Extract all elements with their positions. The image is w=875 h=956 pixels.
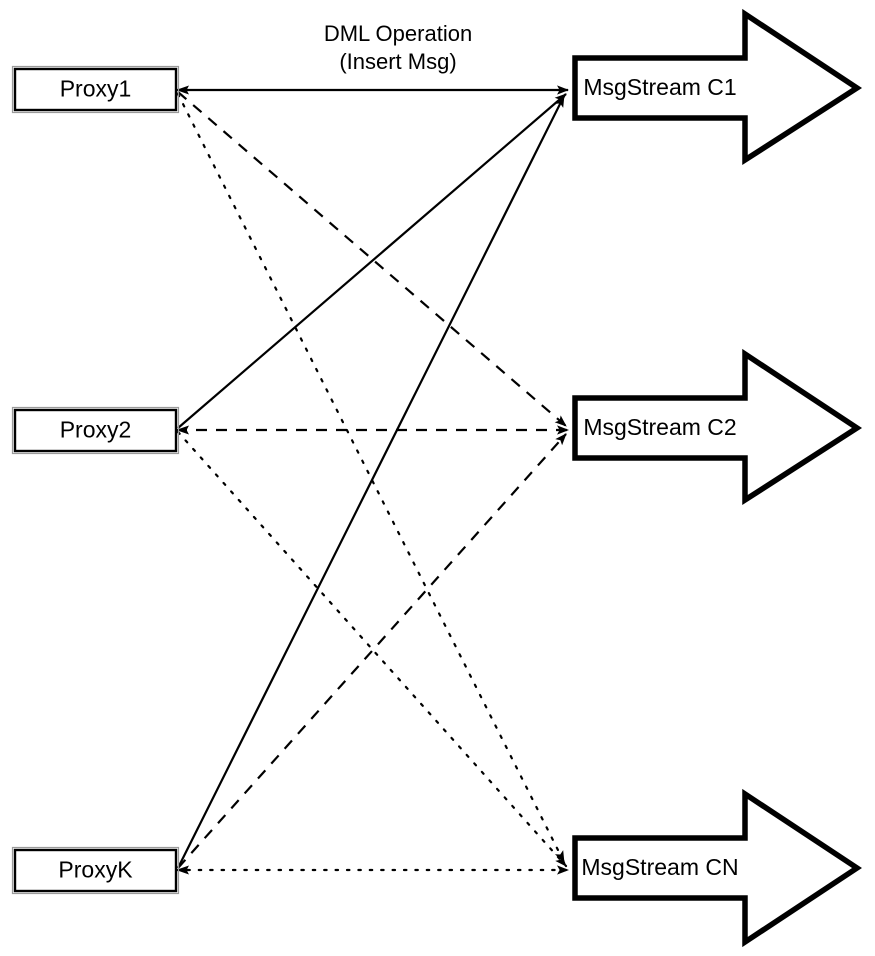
proxy2-label: Proxy2 — [60, 417, 132, 443]
dml-operation-line2: (Insert Msg) — [339, 49, 456, 74]
msgstream-c2-arrow-shape[interactable] — [572, 348, 863, 506]
proxy2-box-shadow — [11, 406, 180, 455]
link-proxy2-to-msgstream-c1 — [177, 93, 567, 429]
back-arrow-group — [176, 85, 189, 875]
link-proxy1-to-msgstream-cn — [176, 92, 566, 864]
msgstream-node-c2[interactable]: MsgStream C2 — [572, 348, 863, 506]
msgstream-node-c1[interactable]: MsgStream C1 — [572, 8, 863, 166]
link-proxy1-to-msgstream-c2 — [177, 91, 567, 427]
msgstream-cn-arrow-shape[interactable] — [572, 788, 862, 948]
proxyk-box-shadow — [11, 846, 180, 895]
back-arrow-icon-cn-to-proxyk — [176, 865, 189, 875]
annotation-dml-operation: DML Operation (Insert Msg) — [324, 21, 472, 74]
link-proxyk-to-msgstream-c2 — [177, 433, 567, 869]
link-group — [174, 85, 570, 875]
msgstream-c1-label: MsgStream C1 — [583, 74, 736, 100]
back-arrow-icon-c2-to-proxy2 — [176, 425, 189, 435]
msgstream-cn-label: MsgStream CN — [581, 854, 738, 880]
msgstream-c2-label: MsgStream C2 — [583, 414, 736, 440]
link-proxyk-to-msgstream-c1 — [177, 95, 565, 869]
link-proxy2-to-msgstream-cn — [176, 430, 568, 868]
msgstream-c1-arrow-shape[interactable] — [572, 8, 863, 166]
proxy-node-proxy2[interactable]: Proxy2 — [11, 406, 180, 455]
proxyk-box[interactable] — [13, 848, 178, 893]
proxy-node-proxyk[interactable]: ProxyK — [11, 846, 180, 895]
proxy1-label: Proxy1 — [60, 76, 132, 102]
proxy1-box-shadow — [11, 65, 180, 114]
proxyk-label: ProxyK — [58, 857, 133, 883]
dml-operation-line1: DML Operation — [324, 21, 472, 46]
proxy2-box[interactable] — [13, 408, 178, 453]
proxy-node-proxy1[interactable]: Proxy1 — [11, 65, 180, 114]
msgstream-node-cn[interactable]: MsgStream CN — [572, 788, 862, 948]
back-arrow-icon-c1-to-proxy1 — [176, 85, 189, 95]
proxy1-box[interactable] — [13, 67, 178, 112]
